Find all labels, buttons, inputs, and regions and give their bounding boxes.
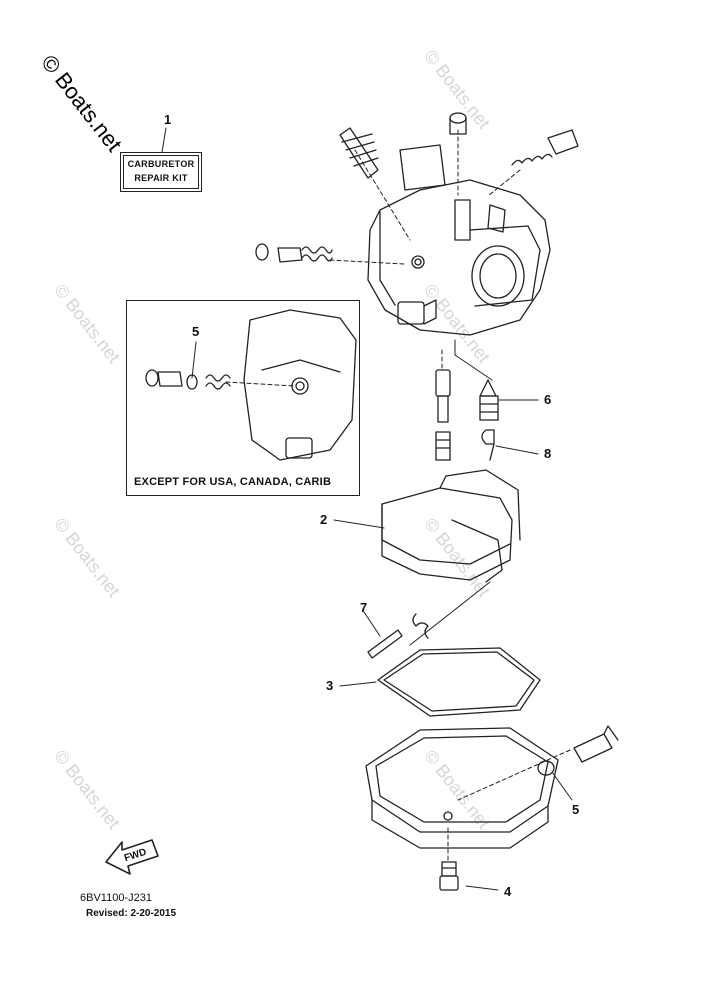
float-pin <box>367 613 429 659</box>
fwd-arrow <box>105 839 159 875</box>
float-bowl <box>365 727 559 849</box>
kit-border <box>123 155 199 189</box>
callout-3: 3 <box>326 678 334 693</box>
callout-1: 1 <box>164 112 172 127</box>
callout-2: 2 <box>320 512 328 527</box>
top-screw <box>449 112 467 135</box>
pilot-screw <box>255 243 333 263</box>
callout-4: 4 <box>504 884 512 899</box>
part-code: 6BV1100-J231 <box>80 892 152 904</box>
inset-frame <box>126 300 360 496</box>
revised-date: Revised: 2-20-2015 <box>86 908 177 919</box>
bowl-screw <box>439 861 459 891</box>
callout-5: 5 <box>572 802 580 817</box>
callout-8: 8 <box>544 446 552 461</box>
callout-5-inset: 5 <box>192 324 200 339</box>
float <box>381 469 521 583</box>
throttle-stop-screw <box>339 127 379 179</box>
inset-drawing <box>145 309 357 461</box>
carburetor-body <box>367 144 551 336</box>
repair-kit-label: CARBURETOR REPAIR KIT <box>120 152 202 192</box>
callout-7: 7 <box>360 600 368 615</box>
kit-line2: REPAIR KIT <box>134 173 188 183</box>
callout-6: 6 <box>544 392 552 407</box>
inset-caption: EXCEPT FOR USA, CANADA, CARIB <box>134 476 332 488</box>
kit-line1: CARBURETOR <box>127 159 195 169</box>
needle-valve <box>479 379 499 421</box>
float-bowl-gasket <box>377 647 541 717</box>
needle-clip <box>481 429 495 461</box>
main-nozzle <box>435 369 451 461</box>
drain-screw <box>537 725 619 776</box>
idle-screw <box>511 129 579 166</box>
leader-lines <box>161 127 573 891</box>
